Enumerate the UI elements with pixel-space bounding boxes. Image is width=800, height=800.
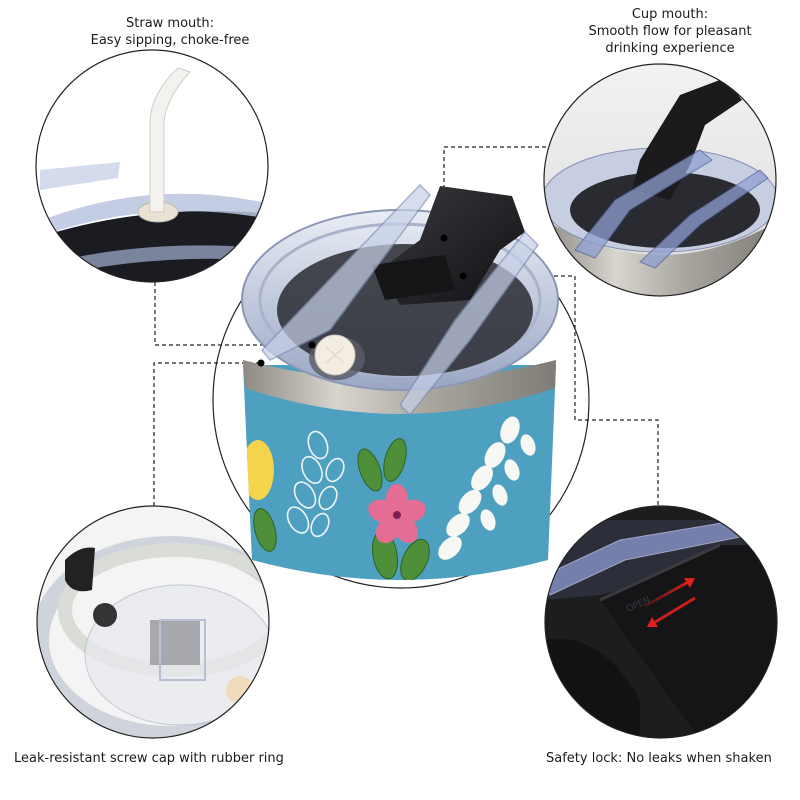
caption-title: Cup mouth: — [631, 7, 709, 22]
caption-text: Easy sipping, choke-free — [90, 33, 250, 48]
caption-text: drinking experience — [605, 41, 735, 56]
screw-cap-knob — [65, 547, 95, 592]
detail-circle-straw — [35, 49, 269, 283]
floral-pattern — [243, 416, 536, 580]
detail-circle-cup-mouth — [543, 63, 777, 297]
connector-straw — [154, 282, 312, 346]
caption-title: Straw mouth: — [126, 16, 214, 31]
lock-slider — [600, 545, 777, 738]
caption-text: Leak-resistant screw cap with rubber rin… — [14, 751, 284, 766]
lid-slider-open — [632, 78, 742, 200]
callout-dot-lock — [459, 272, 467, 280]
callout-dot-straw — [308, 341, 316, 349]
caption-text: Safety lock: No leaks when shaken — [546, 751, 772, 766]
tumbler-main — [241, 183, 559, 580]
caption-straw-mouth: Straw mouth: Easy sipping, choke-free — [40, 15, 300, 49]
lid-arm-left — [261, 183, 431, 361]
caption-cup-mouth: Cup mouth: Smooth flow for pleasant drin… — [540, 6, 800, 57]
caption-text: Smooth flow for pleasant — [588, 24, 752, 39]
callout-dot-cup — [440, 234, 448, 242]
hibiscus-flower — [368, 484, 426, 544]
caption-safety-lock: Safety lock: No leaks when shaken — [530, 750, 800, 767]
caption-screw-cap: Leak-resistant screw cap with rubber rin… — [0, 750, 320, 767]
double-arrow-icon — [644, 578, 696, 627]
connector-screw-cap — [153, 362, 261, 520]
callout-dot-screw-cap — [257, 359, 265, 367]
straw — [149, 67, 191, 213]
connector-lock — [463, 275, 659, 508]
detail-circle-safety-lock: OPEN — [544, 505, 778, 739]
detail-circle-screw-cap — [36, 505, 270, 739]
lid-arm-right — [399, 230, 539, 417]
